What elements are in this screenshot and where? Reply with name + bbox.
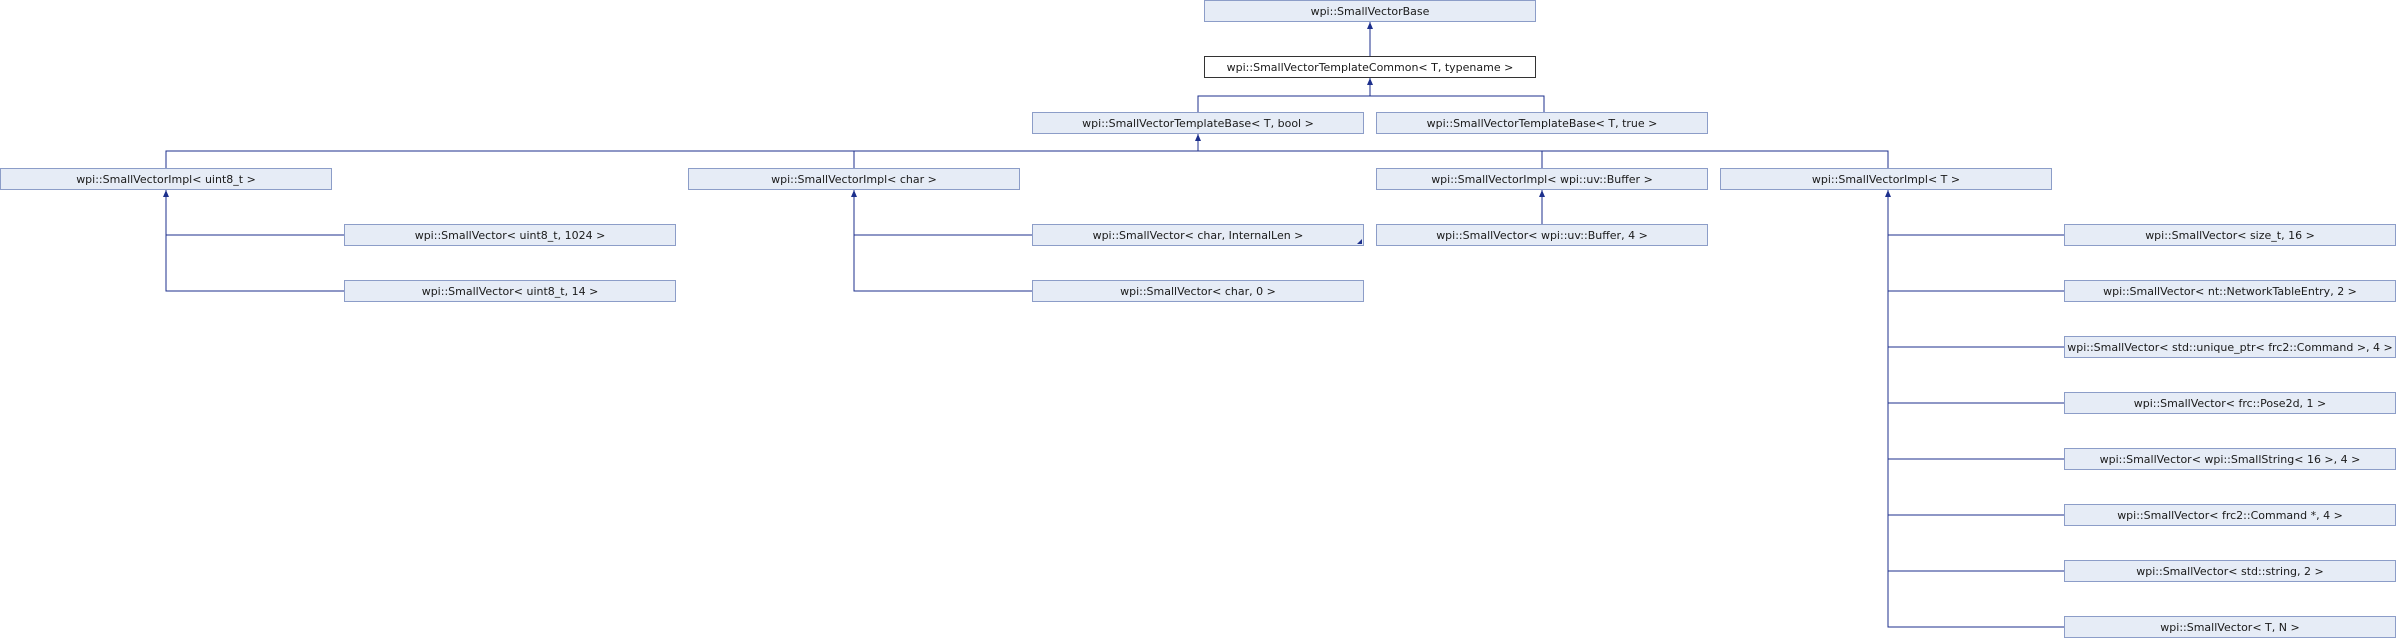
node-vector-networktableentry-2[interactable]: wpi::SmallVector< nt::NetworkTableEntry,…	[2064, 280, 2396, 302]
edge-T-bus	[1887, 190, 2064, 628]
node-template-base-bool[interactable]: wpi::SmallVectorTemplateBase< T, bool >	[1032, 112, 1364, 134]
node-vector-command-ptr-4[interactable]: wpi::SmallVector< frc2::Command *, 4 >	[2064, 504, 2396, 526]
edge-template-bases	[1197, 95, 1545, 112]
node-vector-uint8-14[interactable]: wpi::SmallVector< uint8_t, 14 >	[344, 280, 676, 302]
arrowhead-impl-char	[851, 190, 857, 197]
node-vector-smallstring-4[interactable]: wpi::SmallVector< wpi::SmallString< 16 >…	[2064, 448, 2396, 470]
node-impl-T[interactable]: wpi::SmallVectorImpl< T >	[1720, 168, 2052, 190]
arrowhead-common	[1367, 78, 1373, 85]
node-small-vector-base[interactable]: wpi::SmallVectorBase	[1204, 0, 1536, 22]
node-impl-uv-buffer[interactable]: wpi::SmallVectorImpl< wpi::uv::Buffer >	[1376, 168, 1708, 190]
node-vector-uint8-1024[interactable]: wpi::SmallVector< uint8_t, 1024 >	[344, 224, 676, 246]
node-vector-T-N[interactable]: wpi::SmallVector< T, N >	[2064, 616, 2396, 638]
edge-char-bus	[853, 190, 1032, 292]
arrowhead-template-base-bool	[1195, 134, 1201, 141]
node-vector-uv-buffer-4[interactable]: wpi::SmallVector< wpi::uv::Buffer, 4 >	[1376, 224, 1708, 246]
edge-uint8-bus	[165, 190, 344, 292]
node-template-base-true[interactable]: wpi::SmallVectorTemplateBase< T, true >	[1376, 112, 1708, 134]
node-vector-unique-ptr-command-4[interactable]: wpi::SmallVector< std::unique_ptr< frc2:…	[2064, 336, 2396, 358]
node-vector-char-internallen[interactable]: wpi::SmallVector< char, InternalLen >	[1032, 224, 1364, 246]
node-label: wpi::SmallVector< char, InternalLen >	[1092, 228, 1304, 242]
node-vector-char-0[interactable]: wpi::SmallVector< char, 0 >	[1032, 280, 1364, 302]
node-vector-std-string-2[interactable]: wpi::SmallVector< std::string, 2 >	[2064, 560, 2396, 582]
node-impl-char[interactable]: wpi::SmallVectorImpl< char >	[688, 168, 1020, 190]
arrowhead-impl-buffer	[1539, 190, 1545, 197]
edge-impls-bus	[165, 150, 1889, 168]
node-vector-pose2d-1[interactable]: wpi::SmallVector< frc::Pose2d, 1 >	[2064, 392, 2396, 414]
node-vector-size-t-16[interactable]: wpi::SmallVector< size_t, 16 >	[2064, 224, 2396, 246]
arrowhead-base	[1367, 22, 1373, 29]
arrowhead-impl-T	[1885, 190, 1891, 197]
arrowhead-impl-uint8	[163, 190, 169, 197]
node-impl-uint8[interactable]: wpi::SmallVectorImpl< uint8_t >	[0, 168, 332, 190]
node-small-vector-template-common: wpi::SmallVectorTemplateCommon< T, typen…	[1204, 56, 1536, 78]
truncated-marker-icon	[1357, 239, 1362, 244]
